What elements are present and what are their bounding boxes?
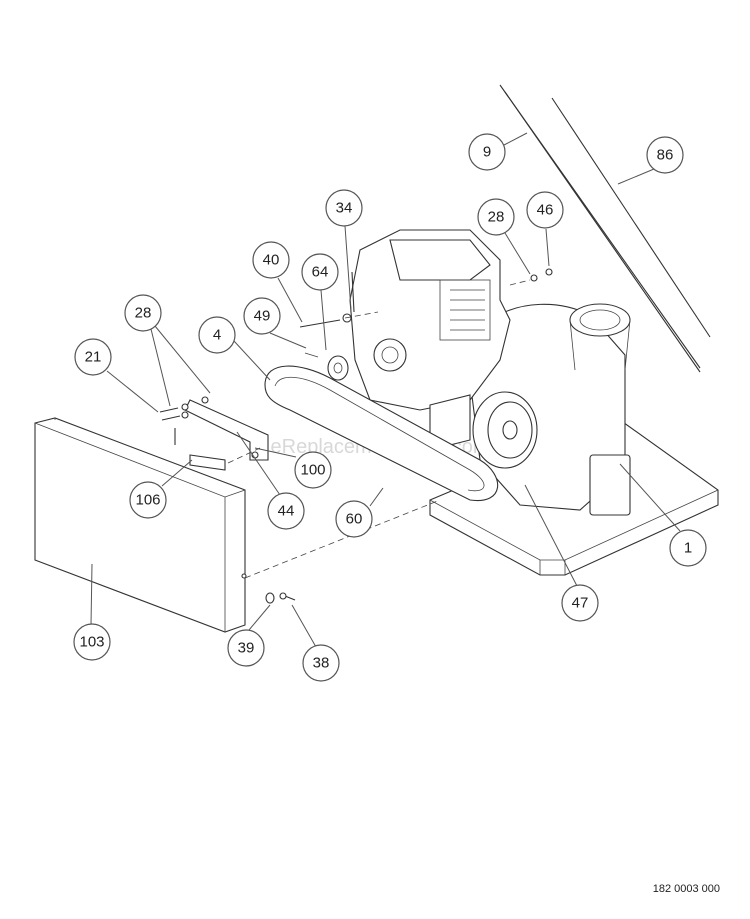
- fastener-hardware: [265, 592, 296, 604]
- svg-text:60: 60: [346, 511, 363, 528]
- svg-text:4: 4: [213, 327, 221, 344]
- decal: [189, 454, 226, 471]
- callout-60: 60: [335, 500, 373, 538]
- svg-text:86: 86: [657, 147, 674, 164]
- svg-text:9: 9: [483, 144, 491, 161]
- assembly-lines: [227, 279, 531, 579]
- belt-guard-bracket: [159, 396, 269, 461]
- svg-text:28: 28: [488, 209, 505, 226]
- callout-103: 103: [73, 623, 111, 661]
- svg-text:28: 28: [135, 305, 152, 322]
- svg-text:46: 46: [537, 202, 554, 219]
- engine: [349, 229, 511, 451]
- panel-edges: [499, 84, 711, 373]
- callout-9: 9: [468, 133, 506, 171]
- svg-text:106: 106: [135, 492, 160, 509]
- svg-text:47: 47: [572, 595, 589, 612]
- svg-text:38: 38: [313, 655, 330, 672]
- callout-1: 1: [669, 529, 707, 567]
- svg-text:39: 39: [238, 640, 255, 657]
- drawing-number: 182 0003 000: [652, 883, 720, 895]
- svg-text:1: 1: [684, 540, 692, 557]
- svg-text:100: 100: [300, 462, 325, 479]
- callout-44: 44: [267, 492, 305, 530]
- callout-4: 4: [198, 316, 236, 354]
- callout-47: 47: [561, 584, 599, 622]
- callout-64: 64: [301, 253, 339, 291]
- leader-lines: [90, 132, 681, 648]
- svg-text:103: 103: [79, 634, 104, 651]
- callout-28-right: 28: [477, 198, 515, 236]
- callout-106: 106: [129, 481, 167, 519]
- svg-text:40: 40: [263, 252, 280, 269]
- callout-28-left: 28: [124, 294, 162, 332]
- callout-40: 40: [252, 241, 290, 279]
- svg-text:64: 64: [312, 264, 329, 281]
- belt-guard-cover: [34, 417, 247, 633]
- svg-text:49: 49: [254, 308, 271, 325]
- svg-text:21: 21: [85, 349, 102, 366]
- callout-38: 38: [302, 644, 340, 682]
- callout-46: 46: [526, 191, 564, 229]
- drive-belt: [264, 365, 499, 502]
- bolt-40: [299, 271, 355, 328]
- svg-text:44: 44: [278, 503, 295, 520]
- callout-49: 49: [243, 297, 281, 335]
- callout-34: 34: [325, 189, 363, 227]
- bolt-right: [530, 268, 553, 282]
- pump-pulley: [472, 391, 538, 469]
- callout-86: 86: [646, 136, 684, 174]
- svg-text:34: 34: [336, 200, 353, 217]
- callout-21: 21: [74, 338, 112, 376]
- callout-100: 100: [294, 451, 332, 489]
- engine-pulley: [304, 352, 349, 381]
- callout-39: 39: [227, 629, 265, 667]
